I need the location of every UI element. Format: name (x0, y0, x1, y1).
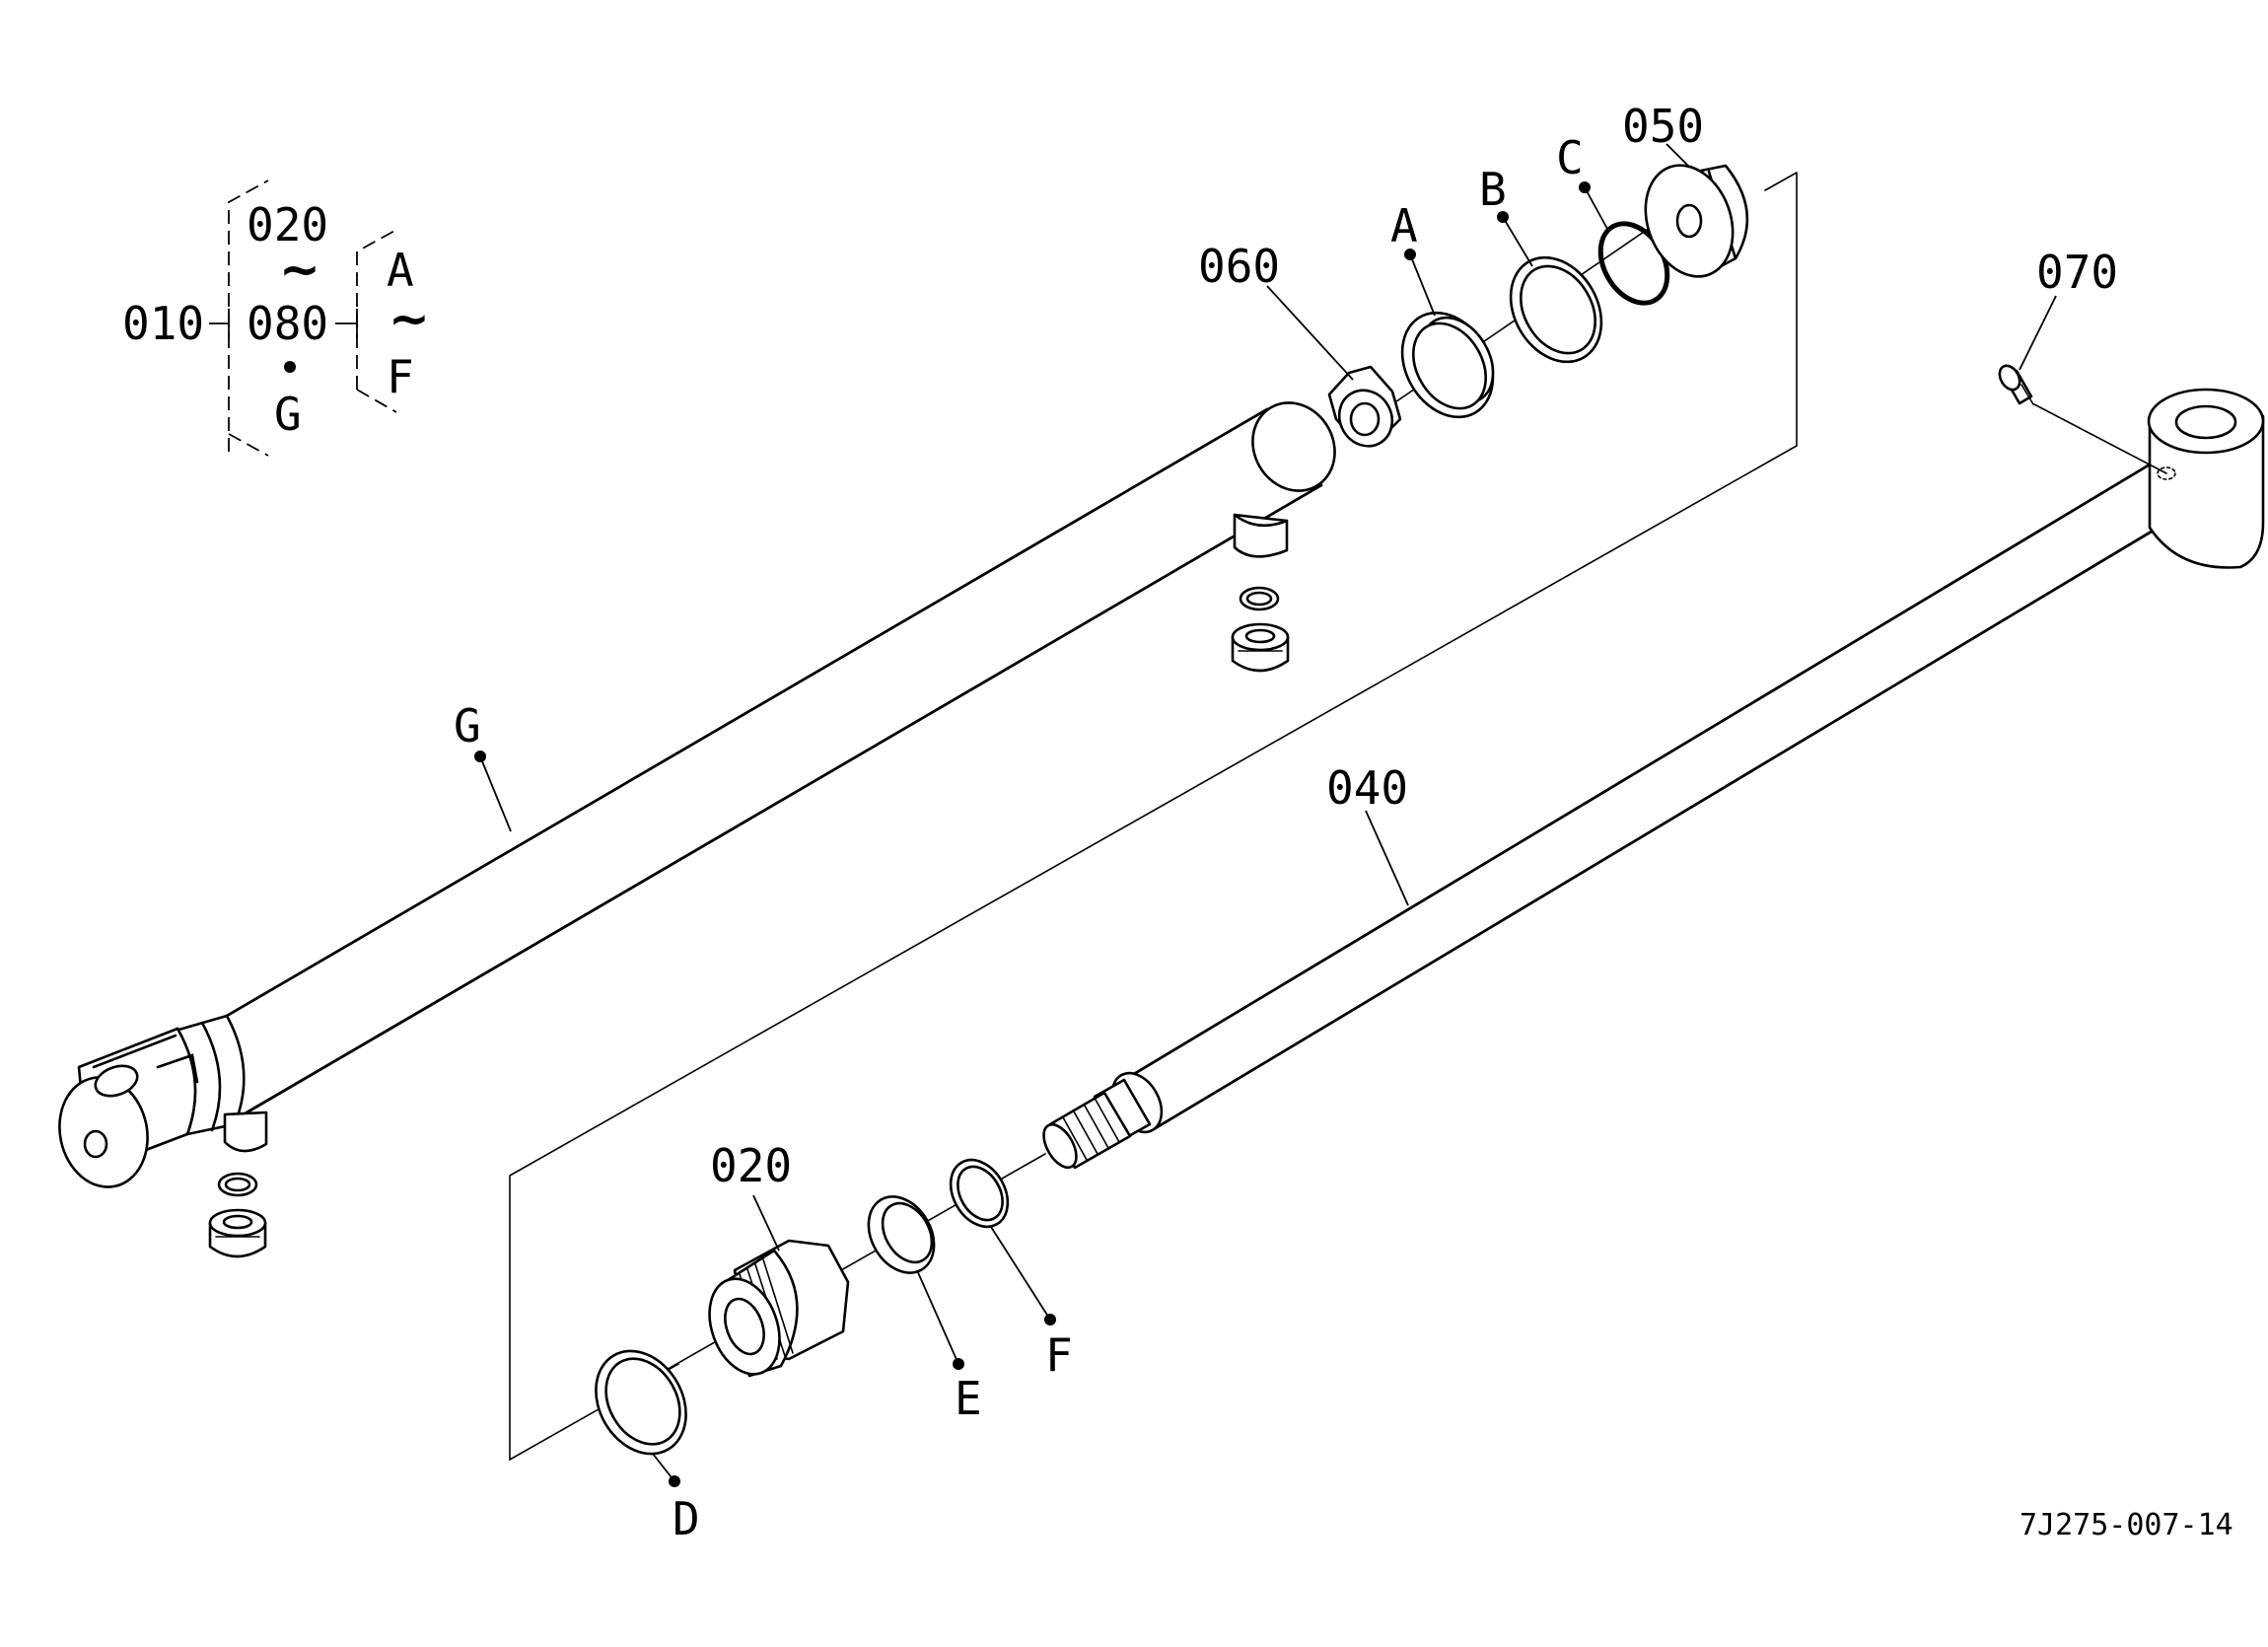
seal-ring-e (867, 1195, 936, 1274)
seal-kit-frame (509, 172, 1798, 1462)
legend-bullet (284, 361, 296, 373)
callout-e: E (955, 1372, 982, 1425)
callout-070: 070 (2036, 246, 2118, 299)
callout-d: D (673, 1492, 700, 1545)
piston (1644, 164, 1749, 278)
piston-nut (1327, 365, 1402, 448)
callout-050: 050 (1622, 100, 1704, 153)
rod-guide (708, 1239, 850, 1378)
port-plug-upper (1231, 586, 1290, 673)
legend-included-part: G (274, 388, 302, 441)
legend-bracket-left (228, 179, 269, 452)
legend-seal-tilde: ~ (389, 290, 430, 347)
grease-nipple (1998, 364, 2167, 474)
parts-legend: 010 020 ~ 080 G A ~ F (122, 179, 430, 457)
callout-020: 020 (710, 1139, 792, 1192)
callout-040: 040 (1326, 761, 1408, 815)
callout-a: A (1390, 199, 1418, 252)
seal-ring-d (595, 1349, 687, 1456)
seal-ring-b (1509, 255, 1603, 364)
callout-b: B (1479, 163, 1507, 216)
drawing-code: 7J275-007-14 (2020, 1508, 2233, 1542)
callout-f: F (1045, 1328, 1073, 1382)
cylinder-tube (58, 401, 1336, 1188)
callout-060: 060 (1198, 240, 1280, 293)
callout-c: C (1556, 131, 1584, 184)
seal-ring-f (949, 1158, 1010, 1229)
seal-ring-a (1400, 311, 1495, 419)
port-plug-lower (208, 1172, 267, 1258)
legend-seal-start: A (387, 244, 414, 297)
legend-seal-end: F (387, 350, 414, 403)
callout-g: G (454, 699, 481, 752)
legend-range-end: 080 (247, 297, 328, 350)
legend-range-start: 020 (247, 198, 328, 251)
legend-bracket-right (356, 229, 397, 390)
legend-assembly-label: 010 (122, 297, 204, 350)
piston-rod (1042, 388, 2265, 1170)
legend-range-tilde: ~ (279, 241, 320, 298)
